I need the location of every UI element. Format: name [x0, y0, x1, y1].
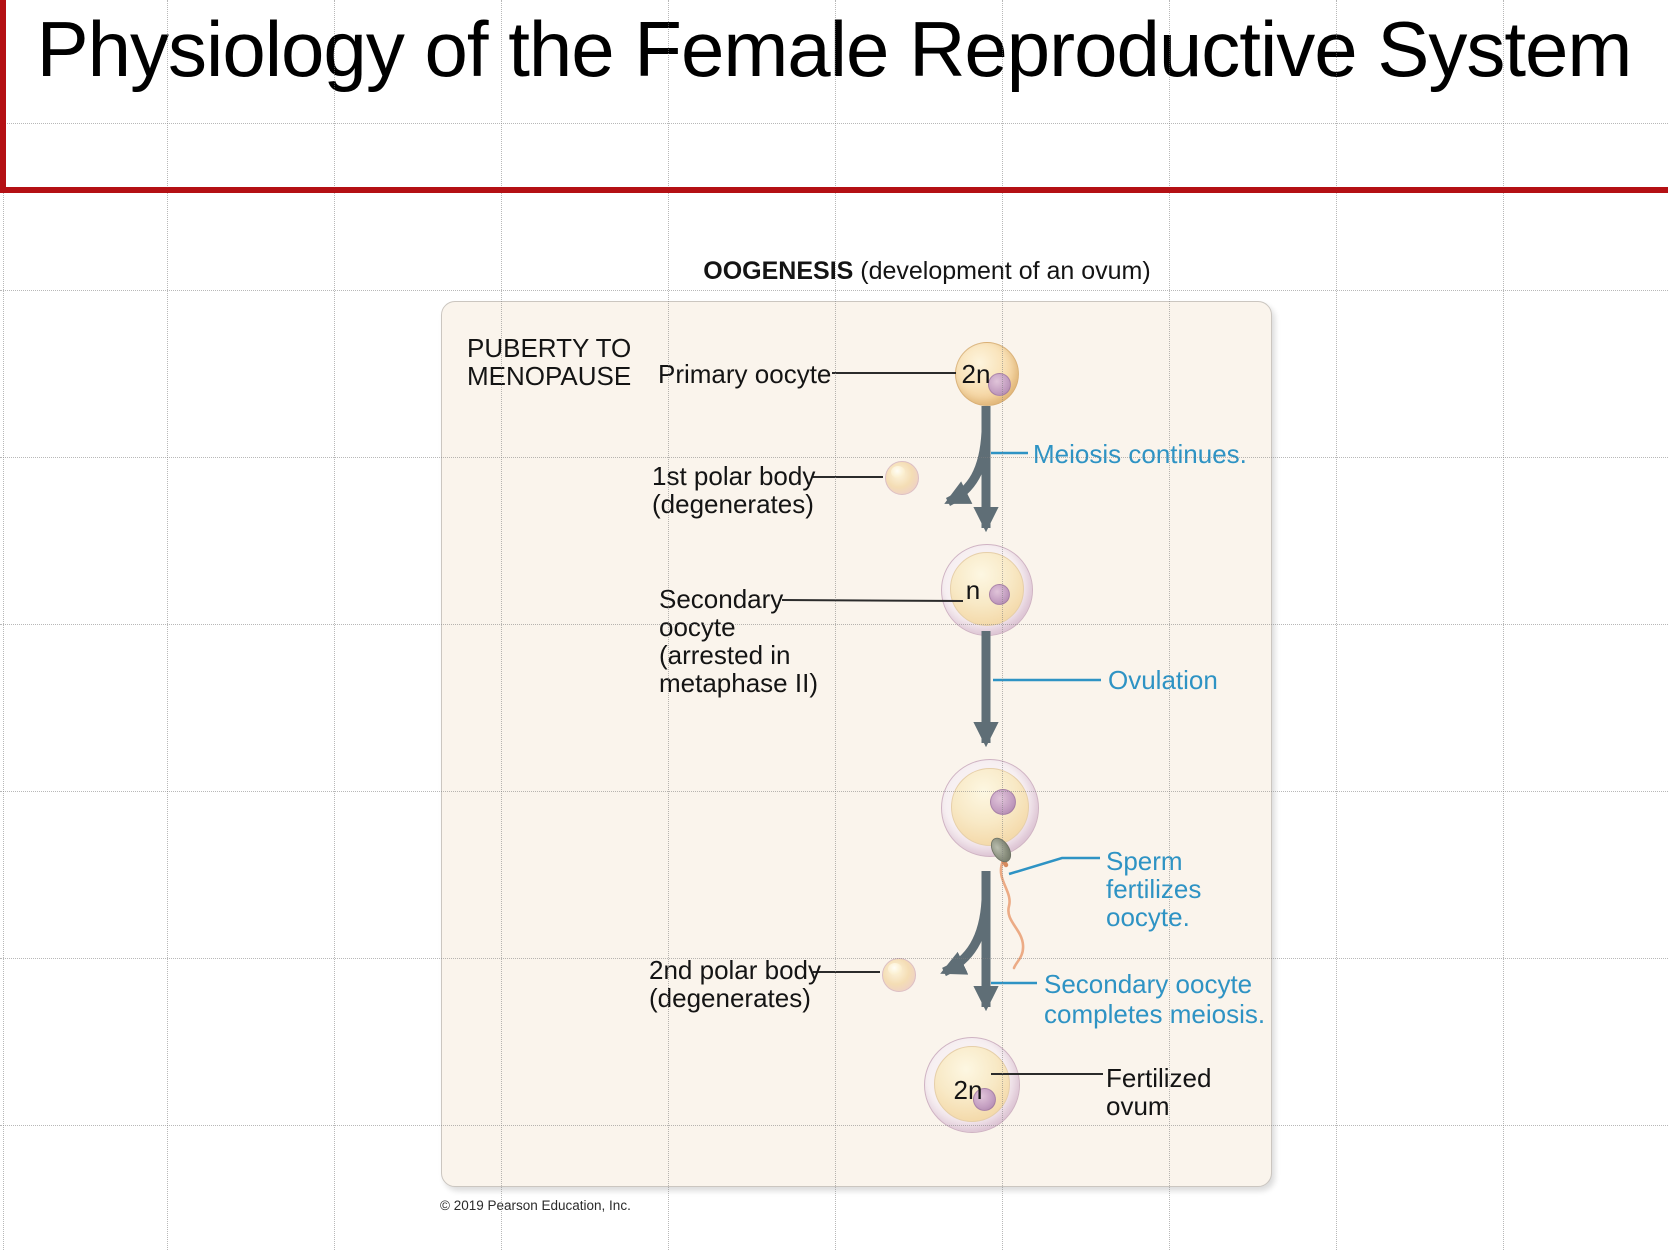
- first-polar-body-label: 1st polar body (degenerates): [652, 461, 816, 519]
- red-left-border: [0, 0, 6, 193]
- fertilized-ovum-nucleus: [973, 1088, 996, 1111]
- ovulated-oocyte-cell: [941, 759, 1039, 857]
- ovulation-annotation: Ovulation: [1108, 665, 1218, 695]
- primary-oocyte-label: Primary oocyte: [658, 359, 832, 389]
- diagram-heading-bold: OOGENESIS: [703, 257, 854, 285]
- flow-diagram-lines: [781, 372, 1103, 1075]
- stage-label: PUBERTY TO MENOPAUSE: [467, 333, 632, 391]
- polar-body-glare: [891, 466, 905, 478]
- leader-sperm-annotation: [1008, 856, 1100, 876]
- leader-secondary-oocyte: [781, 599, 964, 602]
- first-polar-body-cell: [885, 461, 919, 495]
- secondary-oocyte-cell: [941, 544, 1033, 636]
- copyright-text: © 2019 Pearson Education, Inc.: [440, 1198, 631, 1213]
- meiosis-annotation: Meiosis continues.: [1033, 439, 1247, 469]
- secondary-oocyte-label: Secondary oocyte (arrested in metaphase …: [659, 584, 818, 698]
- red-title-rule: [0, 187, 1668, 193]
- diagram-heading: OOGENESIS (development of an ovum): [527, 257, 1327, 286]
- primary-ploidy-label: 2n: [961, 359, 991, 389]
- primary-oocyte-nucleus: [988, 373, 1011, 396]
- fertilized-ovum-label: Fertilized ovum: [1106, 1063, 1212, 1121]
- ovulated-oocyte-nucleus: [990, 789, 1016, 815]
- sperm-tail: [999, 859, 1025, 970]
- completes-meiosis-annotation: Secondary oocyte completes meiosis.: [1044, 969, 1266, 1029]
- arrow-to-first-polar-body: [944, 431, 991, 507]
- primary-oocyte-cell: [955, 342, 1019, 406]
- fertilized-ploidy-label: 2n: [953, 1075, 983, 1105]
- second-polar-body-label: 2nd polar body (degenerates): [649, 955, 822, 1013]
- secondary-ploidy-label: n: [965, 575, 981, 605]
- sperm-head: [990, 837, 1012, 863]
- sperm-icon: [990, 837, 1025, 970]
- slide-title: Physiology of the Female Reproductive Sy…: [36, 5, 1633, 93]
- diagram-heading-rest: (development of an ovum): [853, 257, 1151, 285]
- fertilized-ovum-cell: [924, 1037, 1020, 1133]
- secondary-oocyte-nucleus: [989, 584, 1010, 605]
- arrow-to-second-polar-body: [940, 899, 991, 977]
- fertilized-ovum-cytoplasm: [934, 1046, 1010, 1122]
- oogenesis-panel: PUBERTY TO MENOPAUSE Primary oocyte 1st …: [441, 301, 1272, 1187]
- polar-body-glare: [888, 963, 902, 975]
- secondary-oocyte-cytoplasm: [950, 552, 1024, 626]
- sperm-annotation: Sperm fertilizes oocyte.: [1106, 846, 1202, 932]
